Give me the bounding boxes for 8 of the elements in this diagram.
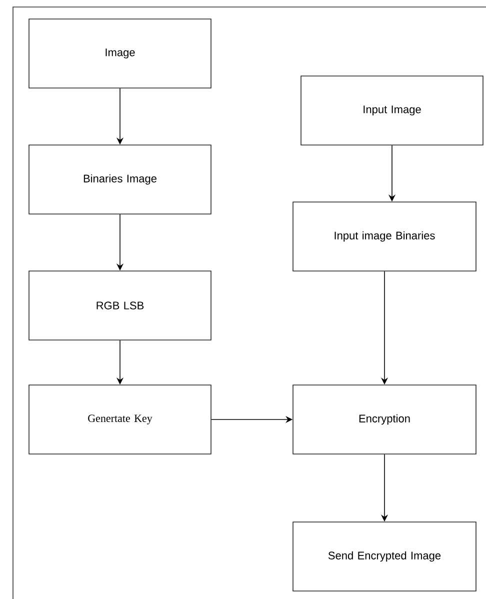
process-box: RGB LSB xyxy=(28,270,212,340)
process-box: Input image Binaries xyxy=(292,202,476,272)
process-box: Image xyxy=(28,18,212,88)
process-box: Genertate Key xyxy=(28,384,212,454)
process-box: Encryption xyxy=(292,384,476,454)
process-box: Input Image xyxy=(300,76,484,146)
process-box: Binaries Image xyxy=(28,144,212,214)
process-box: Send Encrypted Image xyxy=(292,522,476,592)
